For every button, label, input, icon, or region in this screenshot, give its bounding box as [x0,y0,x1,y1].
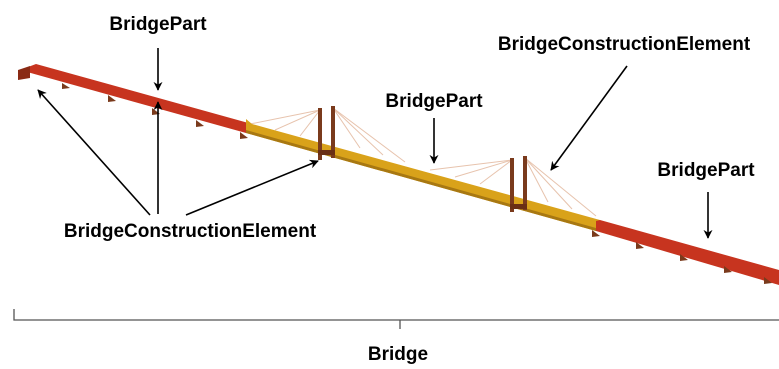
pylon-left [318,106,335,160]
pier-mark [680,254,688,261]
construction-element-label-top: BridgeConstructionElement [498,34,751,55]
bridgepart-label-left: BridgePart [109,14,207,35]
bridgepart-label-right: BridgePart [657,160,755,181]
pier-marks [62,83,772,284]
bridge-label: Bridge [368,344,428,365]
arrow-icon [550,65,628,171]
pier-mark [636,242,644,249]
pier-mark [108,95,116,102]
deck-right-span [596,220,779,285]
bridge-bracket [13,309,779,329]
pier-mark [592,230,600,237]
pier-mark [62,83,70,89]
deck-center-shade [246,130,596,231]
arrow-icon [185,159,319,216]
arrows [37,48,713,239]
stay-cables [249,107,597,217]
pier-mark [764,277,772,284]
deck-left-end-cap [18,66,30,80]
deck-left-span [20,64,252,133]
arrow-icon [37,89,151,216]
bridgepart-label-middle: BridgePart [385,91,483,112]
pier-mark [240,132,248,139]
construction-element-label-bottom: BridgeConstructionElement [64,221,317,242]
deck-center-span [246,119,600,231]
pylon-right [510,156,527,212]
pier-mark [196,120,204,127]
pier-mark [724,266,732,273]
